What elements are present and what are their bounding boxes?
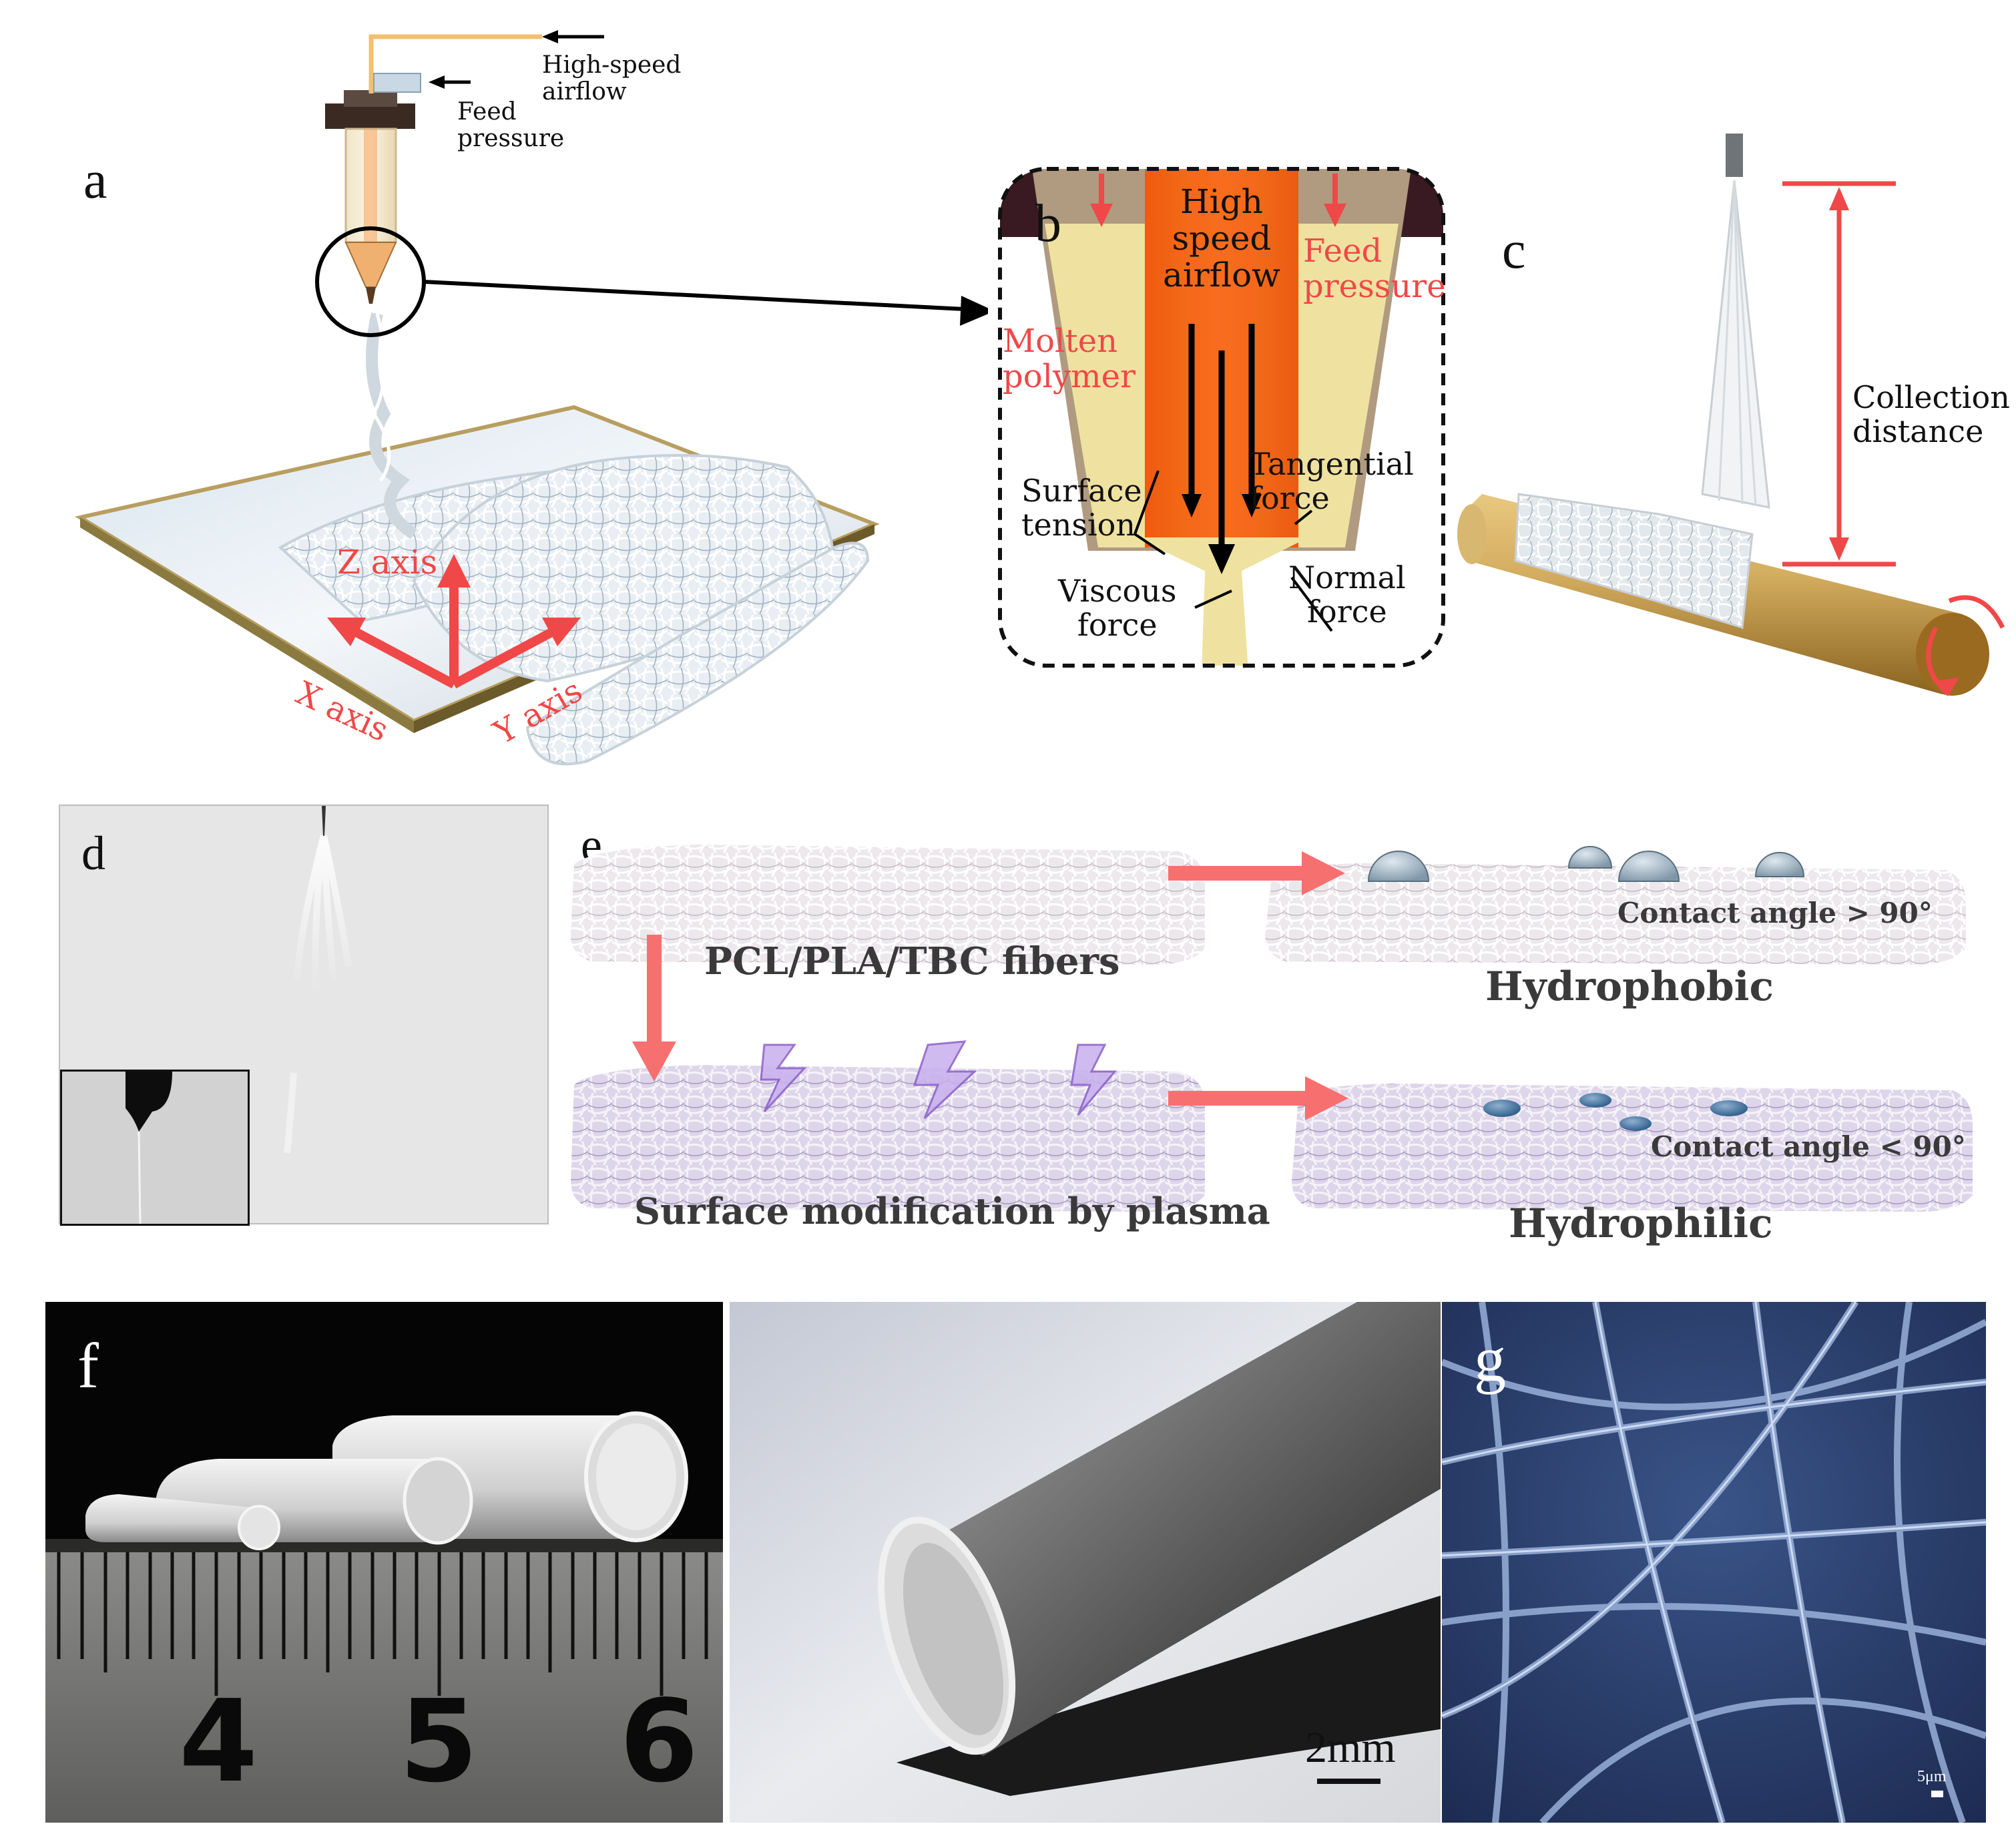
ruler [45, 1552, 723, 1823]
mat-pristine [571, 845, 1205, 965]
scale-bar-5um [1931, 1791, 1943, 1797]
b-molten-polymer-label: Molten polymer [1003, 322, 1136, 395]
mat-hydrophilic [1292, 1084, 1973, 1212]
panel-a-letter: a [83, 151, 107, 210]
panel-a-illustration [75, 30, 988, 766]
tube-closeup [730, 1302, 1441, 1823]
plasma-label: Surface modification by plasma [634, 1190, 1270, 1232]
b-tangential-force-label: Tangential force [1250, 446, 1414, 516]
hydrophobic-label: Hydrophobic [1485, 963, 1774, 1010]
airflow-label: High-speed airflow [542, 51, 682, 105]
fiber-mat-roll [525, 541, 870, 766]
fiber-micrograph [1442, 1302, 1986, 1823]
b-feed-pressure-label: Feed pressure [1303, 232, 1446, 305]
xyz-axes [327, 554, 581, 689]
jet-photo [284, 806, 352, 1154]
panel-g: g 5μm [1442, 1302, 1986, 1823]
panel-f-letter: f [77, 1330, 99, 1401]
scale-bar-2mm-label: 2mm [1305, 1723, 1396, 1772]
ruler-number-4: 4 [179, 1676, 258, 1808]
wrapped-fiber-tube [1514, 493, 1754, 629]
panel-b-letter: b [1035, 194, 1061, 253]
scale-bar-5um-label: 5μm [1917, 1768, 1947, 1785]
feed-pressure-label: Feed pressure [457, 98, 565, 152]
tubes-on-ruler [45, 1411, 723, 1823]
panel-e: e [564, 805, 2016, 1247]
panel-f-ruler-photo: f [45, 1302, 723, 1823]
panel-c-letter: c [1502, 221, 1526, 280]
collector-nozzle [1726, 134, 1743, 177]
b-airflow-label: High speed airflow [1163, 182, 1280, 294]
panel-d: d [59, 805, 549, 1226]
z-axis-label: Z axis [337, 543, 438, 582]
hydrophilic-droplets [1483, 1093, 1748, 1131]
panel-b: b High speed airflow Feed pressure Molte… [995, 164, 1449, 671]
jet-inset [60, 1070, 250, 1226]
airflow-hose [368, 34, 542, 93]
nozzle-cross-section [998, 167, 1445, 668]
ruler-number-6: 6 [619, 1676, 699, 1808]
collection-distance-label: Collection distance [1852, 379, 2010, 449]
contact-angle-lt-label: Contact angle < 90° [1651, 1130, 1966, 1163]
panel-d-letter: d [81, 827, 105, 880]
hydrophobic-droplets [1367, 846, 1805, 882]
feed-tube [373, 73, 421, 93]
tube-shadow [897, 1596, 1441, 1796]
rotation-arrow [1948, 595, 2005, 629]
ruler-number-5: 5 [399, 1676, 479, 1808]
panel-a: a [0, 0, 988, 788]
plasma-process-diagram [571, 845, 1973, 1212]
tube-body [903, 1302, 1441, 1756]
mat-hydrophobic [1265, 863, 1966, 965]
syringe-cap [325, 103, 415, 129]
b-viscous-force-label: Viscous force [1058, 573, 1177, 643]
collector-illustration [1457, 134, 2005, 696]
b-normal-force-label: Normal force [1288, 559, 1406, 630]
panel-c: c [1455, 120, 2016, 721]
mat-plasma [571, 1065, 1205, 1212]
b-surface-tension-label: Surface tension [1021, 473, 1142, 543]
inset-droplet [125, 1072, 172, 1224]
tube-small [85, 1494, 266, 1542]
fibers-label: PCL/PLA/TBC fibers [704, 939, 1120, 983]
fiber-stream [366, 312, 418, 539]
plasma-discharge [760, 1040, 1117, 1120]
fiber-cone [1701, 180, 1770, 509]
hydrophilic-label: Hydrophilic [1509, 1200, 1773, 1247]
panel-g-letter: g [1474, 1323, 1506, 1395]
contact-angle-gt-label: Contact angle > 90° [1617, 897, 1933, 929]
panel-f-closeup-photo: 2mm [730, 1302, 1441, 1823]
